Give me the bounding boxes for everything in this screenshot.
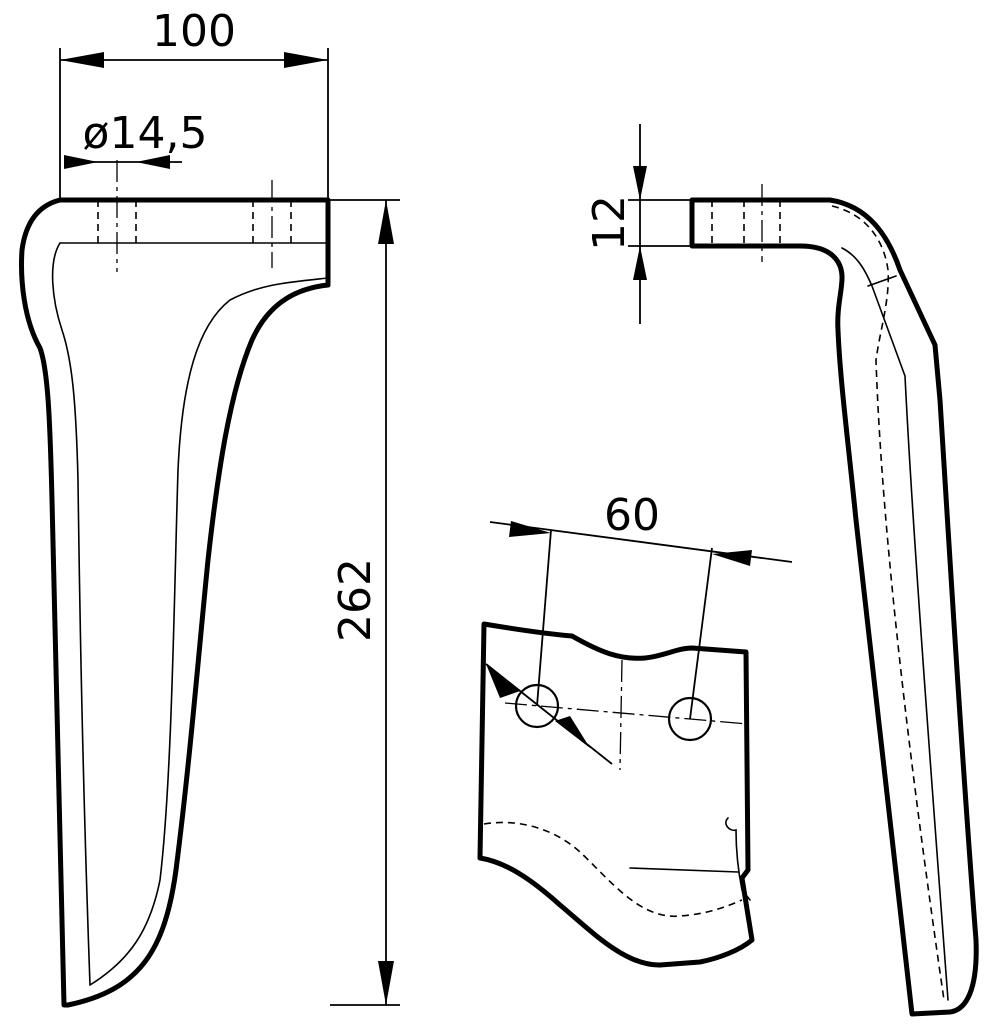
side-view-hidden-contour (831, 205, 945, 1001)
hole-right-hidden (252, 180, 292, 268)
detail-section-arrow-bottom (555, 716, 590, 748)
detail-hole-left (514, 683, 560, 729)
dimension-height: 262 (328, 199, 400, 1006)
dimension-width: 100 (59, 6, 329, 200)
front-view-outline (19, 197, 331, 1008)
hole-left-hidden (97, 160, 137, 272)
detail-center-lines (504, 659, 749, 771)
front-view: 100 ø14,5 262 (19, 6, 400, 1008)
dimension-thickness: 12 (584, 124, 692, 324)
detail-break-line (725, 817, 751, 901)
dimension-hole-spacing-label: 60 (604, 490, 660, 541)
side-view-bend-cross (867, 275, 897, 287)
dimension-thickness-label: 12 (584, 195, 635, 251)
detail-section-arrow-top (486, 664, 520, 698)
side-view-bend-line (841, 247, 949, 1001)
detail-hole-right (667, 696, 713, 742)
dimension-hole-diameter-label: ø14,5 (83, 108, 208, 159)
detail-section-line (485, 663, 613, 765)
detail-view: 60 (477, 490, 793, 968)
front-view-inner-contour-2 (89, 277, 329, 986)
front-view-inner-contour (51, 242, 91, 986)
dimension-hole-spacing: 60 (489, 490, 793, 720)
dimension-hole-diameter: ø14,5 (64, 108, 207, 169)
side-view-holes-hidden (711, 184, 781, 262)
side-view-outline (689, 197, 979, 1017)
detail-leader-line (629, 867, 739, 873)
side-view: 12 (584, 124, 979, 1017)
dimension-height-label: 262 (330, 558, 381, 642)
detail-hidden-contour (483, 821, 743, 917)
dimension-width-label: 100 (152, 6, 236, 57)
detail-view-outline (477, 621, 755, 968)
